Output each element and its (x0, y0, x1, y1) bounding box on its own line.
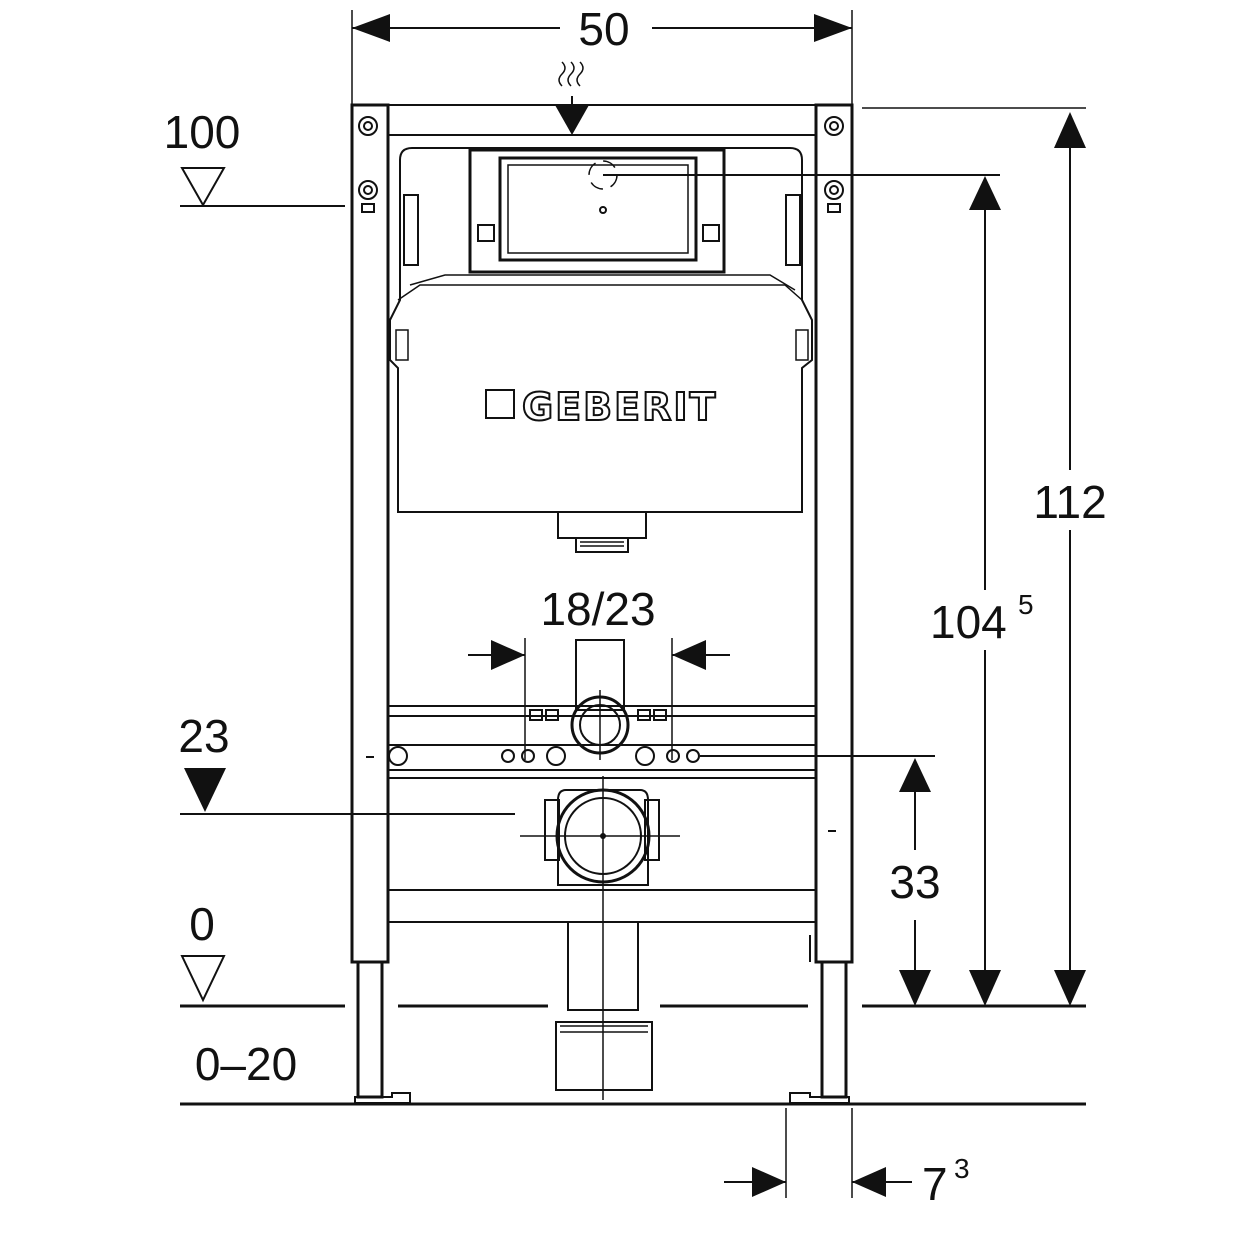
drain-offset-label: 18/23 (540, 583, 655, 635)
foot-offset-dimension: 7 3 (724, 1108, 970, 1210)
mounting-rail (366, 705, 935, 779)
foot-offset-label: 7 (922, 1158, 948, 1210)
level-100-marker: 100 (164, 106, 345, 208)
level-23-marker: 23 (178, 710, 515, 815)
height-104-label: 104 (930, 596, 1007, 648)
level-23-label: 23 (178, 710, 229, 762)
cistern: GEBERIT (389, 147, 813, 553)
foot-offset-superscript: 3 (954, 1153, 970, 1184)
height-112-label: 112 (1033, 476, 1106, 528)
width-dimension: 50 (351, 3, 853, 105)
level-0-label: 0 (189, 898, 215, 950)
level-0-marker: 0 (180, 898, 1086, 1008)
frame-base (354, 889, 850, 1104)
water-inlet-icon (555, 61, 1000, 176)
geberit-logo-square (485, 389, 515, 419)
height-dimension-112: 112 (862, 107, 1107, 1006)
width-label: 50 (578, 3, 629, 55)
drain-offset-dimension: 18/23 (468, 583, 730, 760)
height-104-superscript: 5 (1018, 589, 1034, 620)
level-range-label: 0–20 (195, 1038, 297, 1090)
waste-height-label: 33 (889, 856, 940, 908)
waste-outlet (520, 776, 680, 1100)
arrowhead-right (814, 14, 852, 42)
waste-height-dimension: 33 (828, 758, 941, 1006)
brand-logo: GEBERIT (522, 385, 717, 429)
arrowhead-left (352, 14, 390, 42)
level-range-marker: 0–20 (180, 1038, 1086, 1106)
height-dimension-104-5: 104 5 (930, 176, 1034, 1006)
level-100-label: 100 (164, 106, 241, 158)
